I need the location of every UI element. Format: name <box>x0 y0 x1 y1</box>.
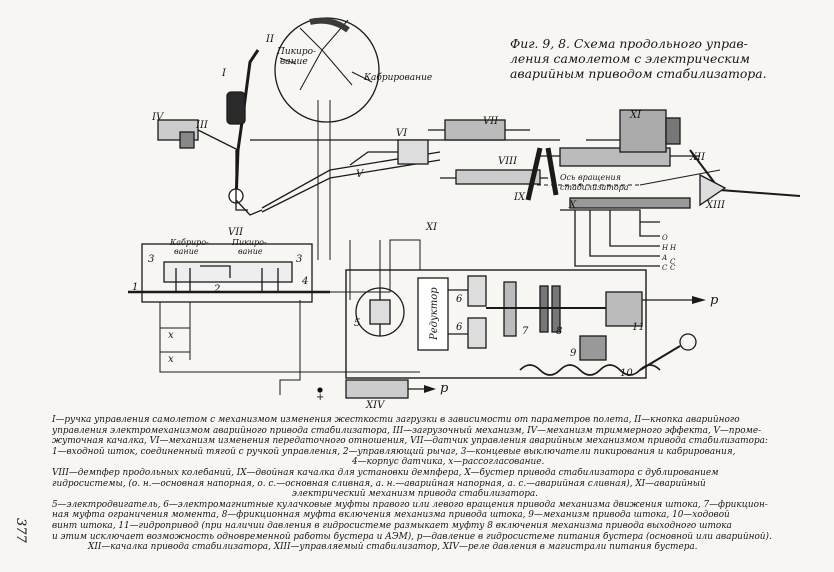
roman-label: V <box>356 169 365 180</box>
sensor-box <box>141 243 313 303</box>
wire-label: С <box>662 264 668 272</box>
roman-label: VII <box>483 116 499 127</box>
roman-label: VII <box>228 227 244 238</box>
damper <box>455 169 541 185</box>
label-pikirovanie-2: вание <box>280 57 308 67</box>
legend-line: I—ручка управления самолетом с механизмо… <box>52 415 740 425</box>
number-label: 3 <box>148 254 154 265</box>
legend-line: жуточная качалка, VI—механизм изменения … <box>52 436 768 447</box>
legend-line: электрический механизм привода стабилиза… <box>292 489 538 500</box>
number-label: 3 <box>296 254 302 265</box>
roman-label: VI <box>396 128 408 139</box>
label-kabrirovanie-top: Кабрирование <box>363 72 432 83</box>
label-p-bottom: p <box>440 381 449 396</box>
stick-housing <box>226 91 246 125</box>
wire-label: С <box>670 258 676 266</box>
roman-label: II <box>265 34 275 45</box>
roman-labels: I II III IV V VI VII VIII IX X XI XII XI… <box>151 34 726 410</box>
number-label: 5 <box>354 318 360 329</box>
emergency-drive-box <box>345 269 647 379</box>
control-stick <box>234 49 260 201</box>
number-label: 8 <box>556 326 562 337</box>
number-label: 10 <box>620 368 633 379</box>
label-x-upper: x <box>168 330 174 341</box>
roman-label: IV <box>151 112 165 123</box>
label-pikirovanie-box: Пикиро- <box>231 238 267 247</box>
roman-label: I <box>221 68 227 79</box>
number-labels: 1 2 3 3 4 5 6 6 7 8 9 10 11 <box>132 254 645 379</box>
hydro-drive <box>605 291 643 327</box>
legend-line: 5—электродвигатель, 6—электромагнитные к… <box>52 499 768 510</box>
label-os-vrashcheniya: Ось вращения <box>560 173 621 182</box>
caption-line: ления самолетом с электрическим <box>510 51 750 66</box>
number-label: 11 <box>632 322 645 333</box>
trim-circle <box>274 17 380 123</box>
number-label: 4 <box>301 276 308 287</box>
page-number: 377 <box>8 518 32 558</box>
wire-label: О <box>662 234 668 242</box>
emergency-actuator <box>619 109 667 153</box>
pressure-relay <box>345 379 409 399</box>
legend-line: управления электромеханизмом аварийного … <box>52 425 762 436</box>
label-stabilizatora: стабилизатора <box>560 183 629 192</box>
label-pikirovanie-box2: вание <box>238 247 263 256</box>
roman-label: XIV <box>365 400 386 410</box>
legend-line: винт штока, 11—гидропривод (при наличии … <box>52 520 732 531</box>
legend-line: ная муфта ограничения момента, 8—фрикцио… <box>52 510 730 521</box>
number-label: 1 <box>132 282 138 293</box>
page-number-text: 377 <box>13 518 28 543</box>
reducer-box <box>417 277 449 351</box>
wire-label: Н <box>669 244 677 252</box>
wire-label: А <box>661 254 667 262</box>
label-pikirovanie: Пикиро- <box>276 47 316 57</box>
roman-label: IX <box>513 192 526 203</box>
label-x-lower: x <box>168 354 174 365</box>
roman-label: XII <box>689 152 706 163</box>
number-label: 6 <box>456 294 463 305</box>
legend-line: 1—входной шток, соединенный тягой с ручк… <box>52 446 736 457</box>
number-label: 9 <box>570 348 577 359</box>
number-label: 7 <box>522 326 529 337</box>
wire-label: С <box>670 264 676 272</box>
label-kabrirovanie-box: Кабриро- <box>169 238 209 247</box>
label-reduktor: Редуктор <box>429 287 440 341</box>
roman-label: XIII <box>705 200 726 211</box>
roman-label: X <box>568 200 577 211</box>
roman-label: XI <box>629 110 642 121</box>
caption-line: Фиг. 9, 8. Схема продольного управ- <box>510 36 748 51</box>
legend-text: I—ручка управления самолетом с механизмо… <box>52 415 812 553</box>
label-p-right: p <box>710 293 719 308</box>
legend-line: VIII—демпфер продольных колебаний, IX—дв… <box>52 467 719 478</box>
label-kabrirovanie-box2: вание <box>174 247 199 256</box>
number-label: 6 <box>456 322 463 333</box>
roman-label: VIII <box>498 156 518 167</box>
legend-line: гидросистемы, (о. н.—основная напорная, … <box>52 478 706 489</box>
caption-line: аварийным приводом стабилизатора. <box>510 66 767 81</box>
number-label: 2 <box>213 284 220 295</box>
gear-ratio-mechanism <box>397 139 429 165</box>
figure-caption: Фиг. 9, 8. Схема продольного управ- лени… <box>510 36 800 81</box>
roman-label: XI <box>425 222 438 233</box>
wire-labels: О Н А С С Н С <box>661 234 677 272</box>
roman-label: III <box>195 120 209 131</box>
legend-line: XII—качалка привода стабилизатора, XIII—… <box>88 542 698 553</box>
legend-line: и этим исключает возможность одновременн… <box>52 531 772 542</box>
schematic-diagram: Пикиро- вание Кабрирование Ось вращения … <box>128 17 801 410</box>
label-plus: + <box>316 392 324 403</box>
wire-label: Н <box>661 244 669 252</box>
legend-line: 4—корпус датчика, x—рассогласование. <box>352 457 545 468</box>
